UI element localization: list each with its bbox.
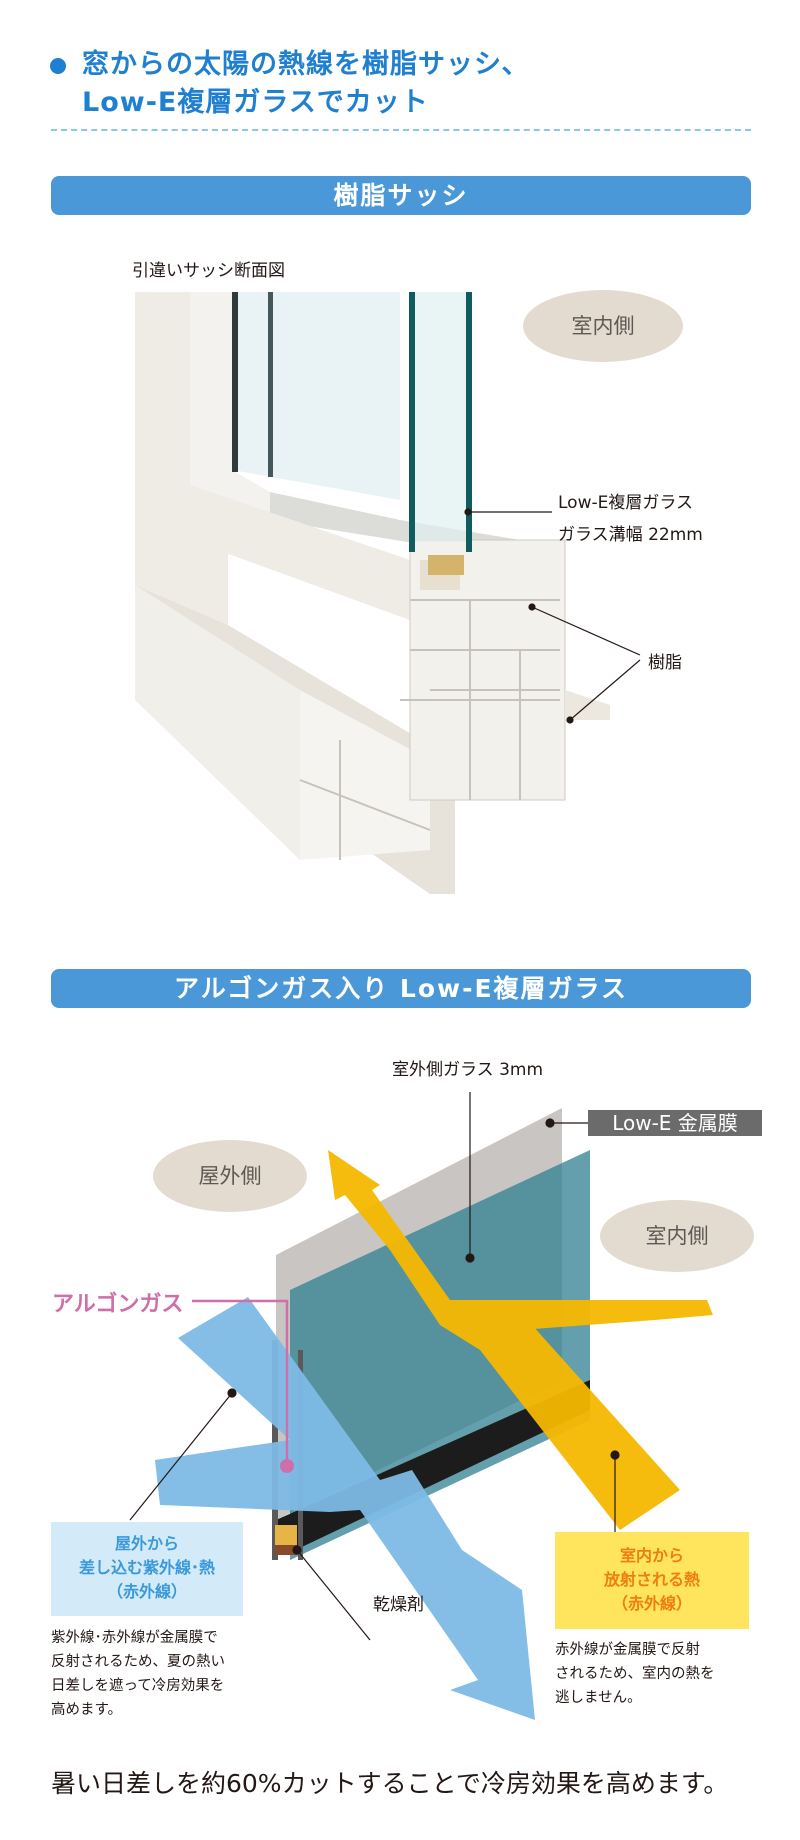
argon-gas-label: アルゴンガス [52, 1292, 184, 1317]
bullet-icon [50, 58, 66, 74]
desiccant-label: 乾燥剤 [373, 1595, 424, 1615]
box-line: 放射される熱 [603, 1570, 700, 1589]
desc-line: されるため、室内の熱を [555, 1666, 715, 1682]
box-line: 室内から [619, 1546, 684, 1565]
box-line: （赤外線） [611, 1594, 692, 1613]
indoor-description: 赤外線が金属膜で反射 されるため、室内の熱を 逃しません。 [555, 1638, 715, 1710]
desc-line: 日差しを遮って冷房効果を [51, 1678, 225, 1694]
summary-text: 暑い日差しを約60%カットすることで冷房効果を高めます。 [51, 1769, 729, 1798]
groove-width-label: ガラス溝幅 22mm [558, 525, 703, 545]
outdoor-description: 紫外線･赤外線が金属膜で 反射されるため、夏の熱い 日差しを遮って冷房効果を 高… [51, 1626, 225, 1722]
desc-line: 高めます。 [51, 1702, 123, 1718]
sash-caption: 引違いサッシ断面図 [132, 261, 285, 281]
divider [51, 129, 751, 131]
title-line-2: Low-E複層ガラスでカット [82, 87, 429, 118]
desc-line: 紫外線･赤外線が金属膜で [51, 1630, 218, 1646]
resin-label: 樹脂 [648, 653, 682, 673]
indoor-side-badge: 室内側 [523, 290, 683, 362]
section-banner-argon-lowe-glass: アルゴンガス入り Low-E複層ガラス [51, 969, 751, 1008]
page-title: 窓からの太陽の熱線を樹脂サッシ、 Low-E複層ガラスでカット [82, 46, 529, 122]
sash-cross-section-illustration [135, 292, 641, 894]
box-line: （赤外線） [106, 1582, 187, 1601]
box-line: 屋外から [114, 1534, 179, 1553]
lowe-film-label: Low-E 金属膜 [588, 1110, 762, 1136]
outer-glass-label: 室外側ガラス 3mm [392, 1060, 543, 1080]
indoor-heat-box: 室内から 放射される熱 （赤外線） [555, 1532, 749, 1629]
title-line-1: 窓からの太陽の熱線を樹脂サッシ、 [82, 49, 530, 80]
desc-line: 反射されるため、夏の熱い [51, 1654, 225, 1670]
indoor-side-badge-2: 室内側 [600, 1200, 754, 1272]
outdoor-side-badge: 屋外側 [153, 1140, 307, 1212]
desc-line: 逃しません。 [555, 1690, 642, 1706]
section-banner-resin-sash: 樹脂サッシ [51, 176, 751, 215]
desc-line: 赤外線が金属膜で反射 [555, 1642, 700, 1658]
lowe-glass-label: Low-E複層ガラス [558, 493, 694, 513]
outdoor-uv-heat-box: 屋外から 差し込む紫外線･熱 （赤外線） [51, 1522, 243, 1616]
box-line: 差し込む紫外線･熱 [78, 1558, 215, 1577]
